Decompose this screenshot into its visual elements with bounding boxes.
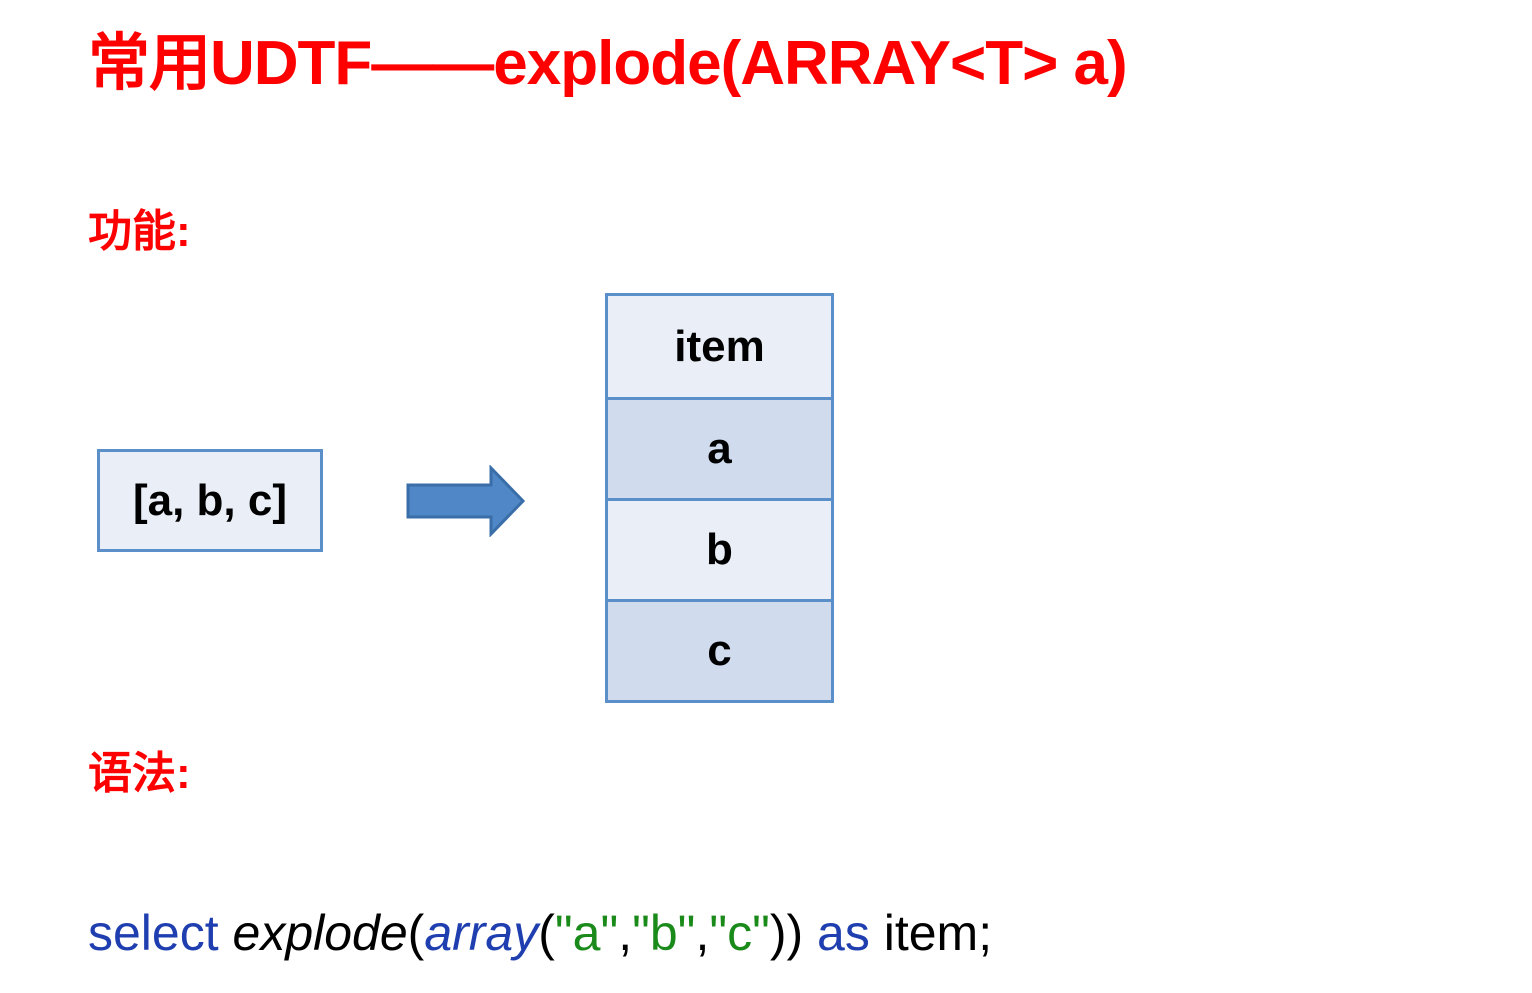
table-row: a (608, 397, 831, 498)
table-row: c (608, 599, 831, 700)
input-array-box: [a, b, c] (97, 449, 323, 552)
input-array-text: [a, b, c] (132, 475, 288, 525)
code-alias: item; (869, 905, 993, 961)
code-keyword-select: select (88, 905, 233, 961)
code-function-explode: explode (232, 905, 408, 961)
right-arrow-icon (406, 465, 526, 537)
syntax-label: 语法: (88, 749, 191, 798)
code-keyword-as: as (803, 905, 870, 961)
output-table: item a b c (605, 293, 834, 703)
code-comma: , (695, 905, 710, 961)
code-string-a: "a" (554, 905, 619, 961)
code-example: select explode(array("a","b","c")) as it… (88, 902, 992, 964)
code-function-array: array (424, 905, 539, 961)
code-comma: , (618, 905, 633, 961)
function-label: 功能: (88, 207, 191, 256)
code-paren: ( (538, 905, 555, 961)
table-header-item: item (608, 296, 831, 397)
code-paren-close: )) (769, 905, 804, 961)
table-row: b (608, 498, 831, 599)
code-string-c: "c" (709, 905, 770, 961)
code-paren: ( (407, 905, 425, 961)
page-title: 常用UDTF——explode(ARRAY<T> a) (88, 29, 1128, 98)
code-string-b: "b" (632, 905, 696, 961)
